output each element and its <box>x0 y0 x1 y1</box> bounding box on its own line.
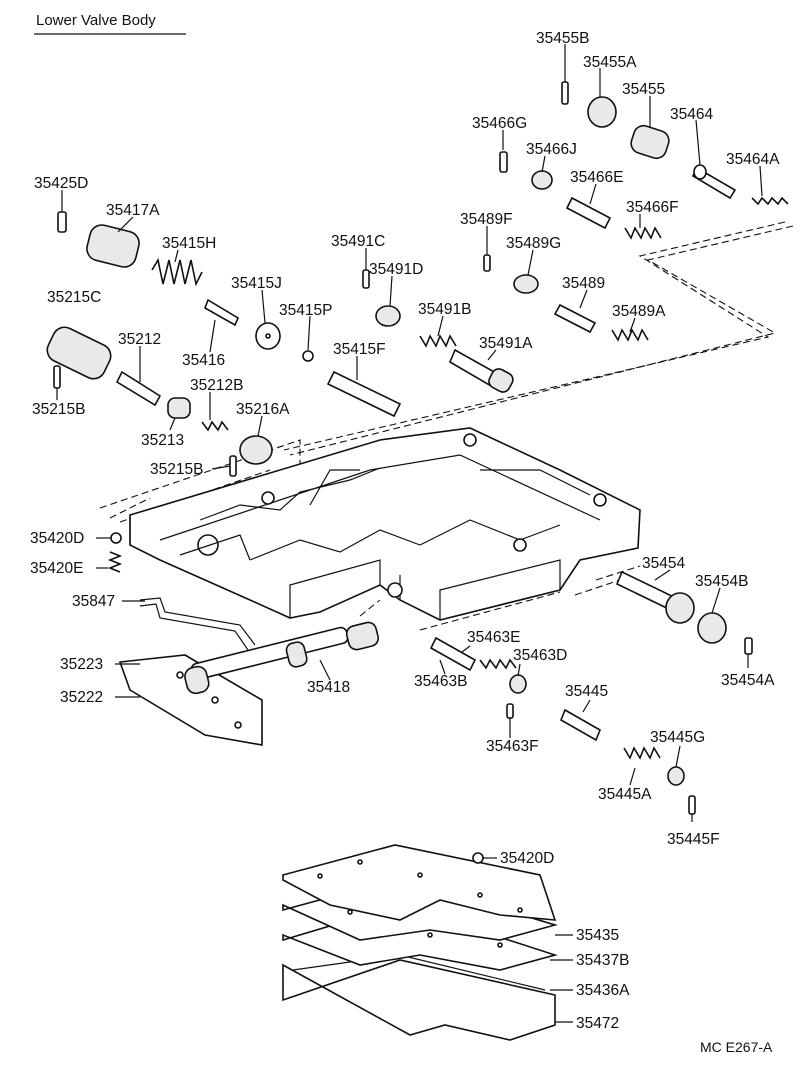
part-label: 35463E <box>467 629 520 646</box>
lower-valve-body-casting <box>129 427 641 621</box>
part-label: 35491B <box>418 301 471 318</box>
part-label: 35420D <box>500 850 554 867</box>
part-label: 35436A <box>576 982 630 999</box>
part-label: 35435 <box>576 927 619 944</box>
part-label: 35455B <box>536 30 589 47</box>
part-label: 35463F <box>486 738 539 755</box>
part-label: 35466F <box>626 199 679 216</box>
part-label: 35215C <box>47 289 101 306</box>
part-label: 35212 <box>118 331 161 348</box>
part-label: 35215B <box>150 461 203 478</box>
part-label: 35445F <box>667 831 720 848</box>
part-label: 35464 <box>670 106 713 123</box>
part-label: 35464A <box>726 151 780 168</box>
part-label: 35415J <box>231 275 282 292</box>
part-label: 35466E <box>570 169 623 186</box>
part-label: 35847 <box>72 593 115 610</box>
part-label: 35491C <box>331 233 385 250</box>
part-labels: 35455B 35455A 35455 35464 35464A 35466G … <box>30 30 780 1032</box>
part-label: 35222 <box>60 689 103 706</box>
part-label: 35489F <box>460 211 513 228</box>
leader-lines <box>56 44 763 1023</box>
part-label: 35420E <box>30 560 83 577</box>
part-label: 35420D <box>30 530 84 547</box>
figure-code: MC E267-A <box>700 1039 773 1055</box>
diagram-title: Lower Valve Body <box>36 12 156 29</box>
part-label: 35454 <box>642 555 685 572</box>
part-label: 35463B <box>414 673 467 690</box>
part-label: 35489 <box>562 275 605 292</box>
part-label: 35415H <box>162 235 216 252</box>
part-label: 35418 <box>307 679 350 696</box>
assembly-guide-lines <box>99 221 794 631</box>
part-label: 35489G <box>506 235 561 252</box>
part-label: 35425D <box>34 175 88 192</box>
part-label: 35466J <box>526 141 577 158</box>
part-label: 35455 <box>622 81 665 98</box>
manual-valve-assembly <box>118 597 380 746</box>
part-label: 35445A <box>598 786 652 803</box>
part-label: 35415P <box>279 302 332 319</box>
part-label: 35223 <box>60 656 103 673</box>
part-label: 35445 <box>565 683 608 700</box>
part-label: 35463D <box>513 647 567 664</box>
part-label: 35491D <box>369 261 423 278</box>
separator-plate-stack <box>282 844 558 1041</box>
part-label: 35212B <box>190 377 243 394</box>
part-label: 35215B <box>32 401 85 418</box>
valve-components <box>46 81 789 864</box>
part-label: 35454B <box>695 573 748 590</box>
part-label: 35454A <box>721 672 775 689</box>
part-label: 35455A <box>583 54 637 71</box>
part-label: 35445G <box>650 729 705 746</box>
part-label: 35466G <box>472 115 527 132</box>
part-label: 35437B <box>576 952 629 969</box>
part-label: 35416 <box>182 352 225 369</box>
part-label: 35216A <box>236 401 290 418</box>
part-label: 35489A <box>612 303 666 320</box>
part-label: 35415F <box>333 341 386 358</box>
part-label: 35417A <box>106 202 160 219</box>
part-label: 35472 <box>576 1015 619 1032</box>
part-label: 35491A <box>479 335 533 352</box>
part-label: 35213 <box>141 432 184 449</box>
